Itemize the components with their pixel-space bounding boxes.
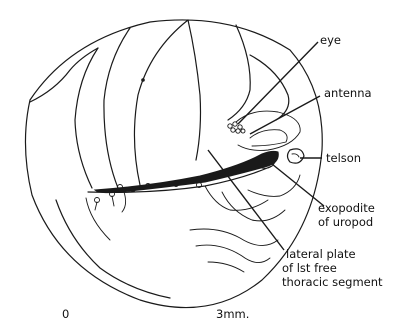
label-exopodite-line2: of uropod [318, 215, 373, 229]
scale-end-label: 3mm. [216, 307, 249, 321]
segment-line-6 [228, 25, 250, 120]
label-telson: telson [326, 151, 361, 165]
label-antenna: antenna [324, 86, 372, 100]
eye-cluster [228, 122, 245, 133]
telson-detail [292, 154, 299, 157]
lateral-plate-inner [86, 198, 110, 240]
label-lateral-line1: lateral plate [286, 247, 356, 261]
segment-line-4 [134, 20, 188, 185]
segment-line-1 [30, 48, 98, 102]
label-exopodite-line1: exopodite [318, 201, 375, 215]
segment-line-3 [104, 28, 130, 188]
label-eye: eye [320, 33, 341, 47]
outer-body-outline [25, 20, 322, 308]
dorsal-dot [141, 78, 145, 82]
lower-contours [190, 175, 300, 272]
segment-line-5 [188, 20, 201, 160]
segment-line-7 [250, 55, 289, 120]
lateral-plate-outline [56, 200, 170, 298]
antenna-shape [250, 130, 287, 146]
label-lateral-line2: of lst free [282, 261, 337, 275]
telson-shape [288, 149, 305, 163]
label-lateral-line3: thoracic segment [282, 275, 383, 289]
scale-start-label: 0 [62, 307, 69, 321]
segment-line-2 [75, 48, 98, 188]
leg-lines [95, 192, 126, 212]
